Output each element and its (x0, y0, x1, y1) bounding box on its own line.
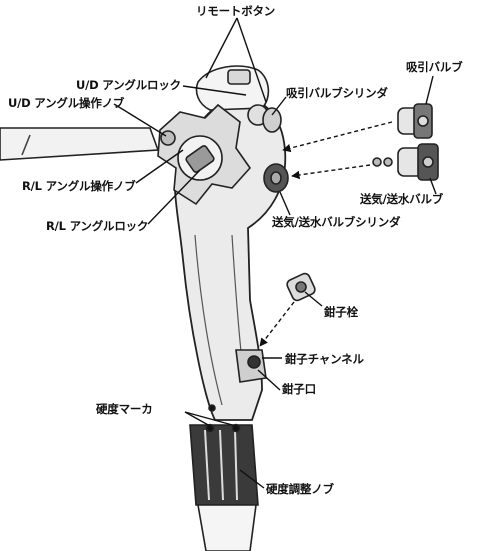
remote-button-housing (195, 65, 270, 126)
assembly-guides (259, 121, 393, 347)
label-rl-angle-lock: R/L アングルロック (46, 219, 149, 233)
air-water-valve-part (372, 143, 439, 181)
universal-cord (0, 127, 160, 161)
label-forceps-channel: 鉗子チャンネル (285, 352, 364, 366)
label-stiffness-marker: 硬度マーカ (96, 402, 153, 416)
label-suction-cylinder: 吸引バルブシリンダ (286, 86, 388, 100)
label-remote-button: リモートボタン (196, 4, 276, 18)
label-suction-valve: 吸引バルブ (406, 60, 463, 74)
label-air-water-valve: 送気/送水バルブ (360, 192, 444, 206)
label-ud-angle-lock: U/D アングルロック (76, 78, 181, 92)
angle-knob-assembly (157, 103, 252, 206)
insertion-tube (197, 504, 257, 551)
label-forceps-plug: 鉗子栓 (324, 305, 358, 319)
suction-valve-part (397, 103, 433, 139)
label-ud-angle-knob: U/D アングル操作ノブ (8, 96, 125, 110)
label-rl-angle-knob: R/L アングル操作ノブ (22, 179, 136, 193)
leader-lines (113, 17, 437, 489)
label-forceps-port: 鉗子口 (282, 382, 316, 396)
forceps-port-hardware (235, 349, 267, 383)
label-stiffness-knob: 硬度調整ノブ (266, 482, 334, 496)
valve-cylinders (262, 107, 289, 193)
label-air-water-cylinder: 送気/送水バルブシリンダ (272, 215, 401, 229)
